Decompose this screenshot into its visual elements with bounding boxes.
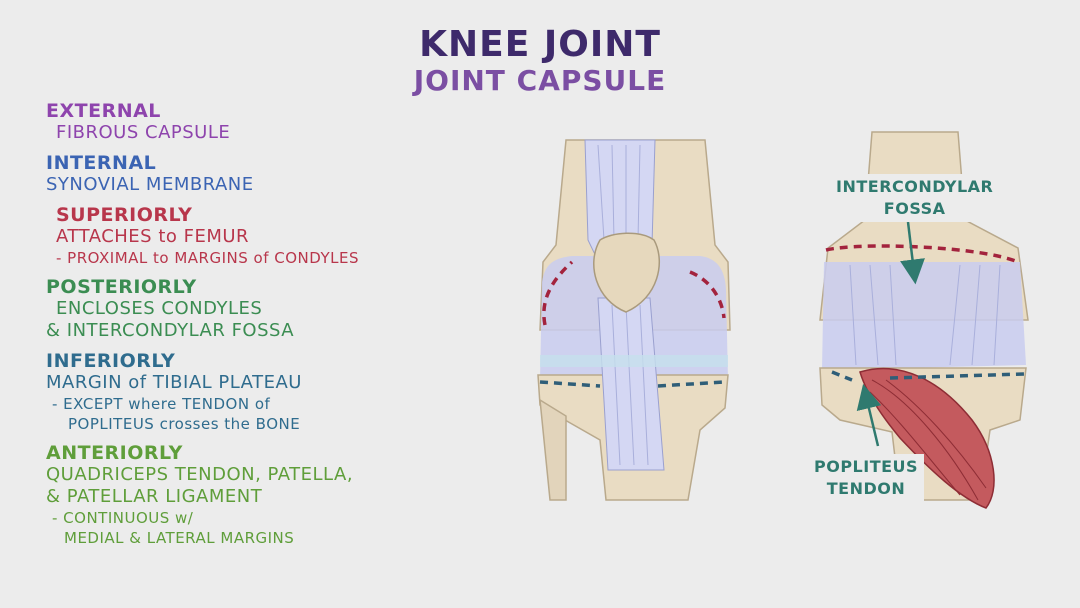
posterior-superior-margin [825,244,1019,264]
anteriorly-sub1: - CONTINUOUS w/ [52,509,194,527]
inferiorly-sub2: POPLITEUS crosses the BONE [68,415,301,433]
inferiorly-line: MARGIN of TIBIAL PLATEAU [46,372,302,393]
posteriorly-section: POSTERIORLY ENCLOSES CONDYLES & INTERCON… [46,276,486,342]
posterior-inferior-margin [831,370,1025,382]
superiorly-sub: - PROXIMAL to MARGINS of CONDYLES [56,249,360,267]
anterior-knee-illustration [537,139,731,501]
fossa-label-line2: FOSSA [883,199,946,218]
patella [593,232,661,313]
internal-line: SYNOVIAL MEMBRANE [46,174,254,195]
external-line: FIBROUS CAPSULE [56,122,231,143]
inferiorly-section: INFERIORLY MARGIN of TIBIAL PLATEAU - EX… [46,350,486,434]
posterior-capsule [822,262,1026,370]
anterior-inferior-margin [539,380,725,388]
anteriorly-sub2: MEDIAL & LATERAL MARGINS [64,529,295,547]
posteriorly-line2: & INTERCONDYLAR FOSSA [46,320,295,341]
internal-section: INTERNAL SYNOVIAL MEMBRANE [46,152,486,196]
anteriorly-line1: QUADRICEPS TENDON, PATELLA, [46,464,354,485]
anterior-superior-margin [542,260,726,326]
inferiorly-sub1: - EXCEPT where TENDON of [52,395,271,413]
page-subtitle: JOINT CAPSULE [413,64,667,97]
inferiorly-heading: INFERIORLY [46,350,176,372]
popliteus-arrow [856,383,882,447]
anteriorly-section: ANTERIORLY QUADRICEPS TENDON, PATELLA, &… [46,442,486,548]
anteriorly-line2: & PATELLAR LIGAMENT [46,486,263,507]
superiorly-heading: SUPERIORLY [56,204,193,226]
external-heading: EXTERNAL [46,100,161,122]
anteriorly-heading: ANTERIORLY [46,442,183,464]
notes-panel: EXTERNAL FIBROUS CAPSULE INTERNAL SYNOVI… [46,100,486,556]
intercondylar-fossa-label: INTERCONDYLAR FOSSA [830,174,1000,222]
popliteus-label-line2: TENDON [826,479,906,498]
internal-heading: INTERNAL [46,152,157,174]
external-section: EXTERNAL FIBROUS CAPSULE [46,100,486,144]
anterior-synovial-band [540,355,728,367]
popliteus-muscle [859,367,995,509]
posteriorly-line1: ENCLOSES CONDYLES [56,298,263,319]
popliteus-label-line1: POPLITEUS [814,457,919,476]
fossa-label-line1: INTERCONDYLAR [836,177,994,196]
posteriorly-heading: POSTERIORLY [46,276,197,298]
page-title: KNEE JOINT [419,24,661,65]
fossa-arrow [900,221,925,285]
superiorly-line: ATTACHES to FEMUR [56,226,250,247]
superiorly-section: SUPERIORLY ATTACHES to FEMUR - PROXIMAL … [46,204,486,268]
popliteus-tendon-label: POPLITEUS TENDON [808,454,925,502]
anterior-fibula [539,398,567,501]
